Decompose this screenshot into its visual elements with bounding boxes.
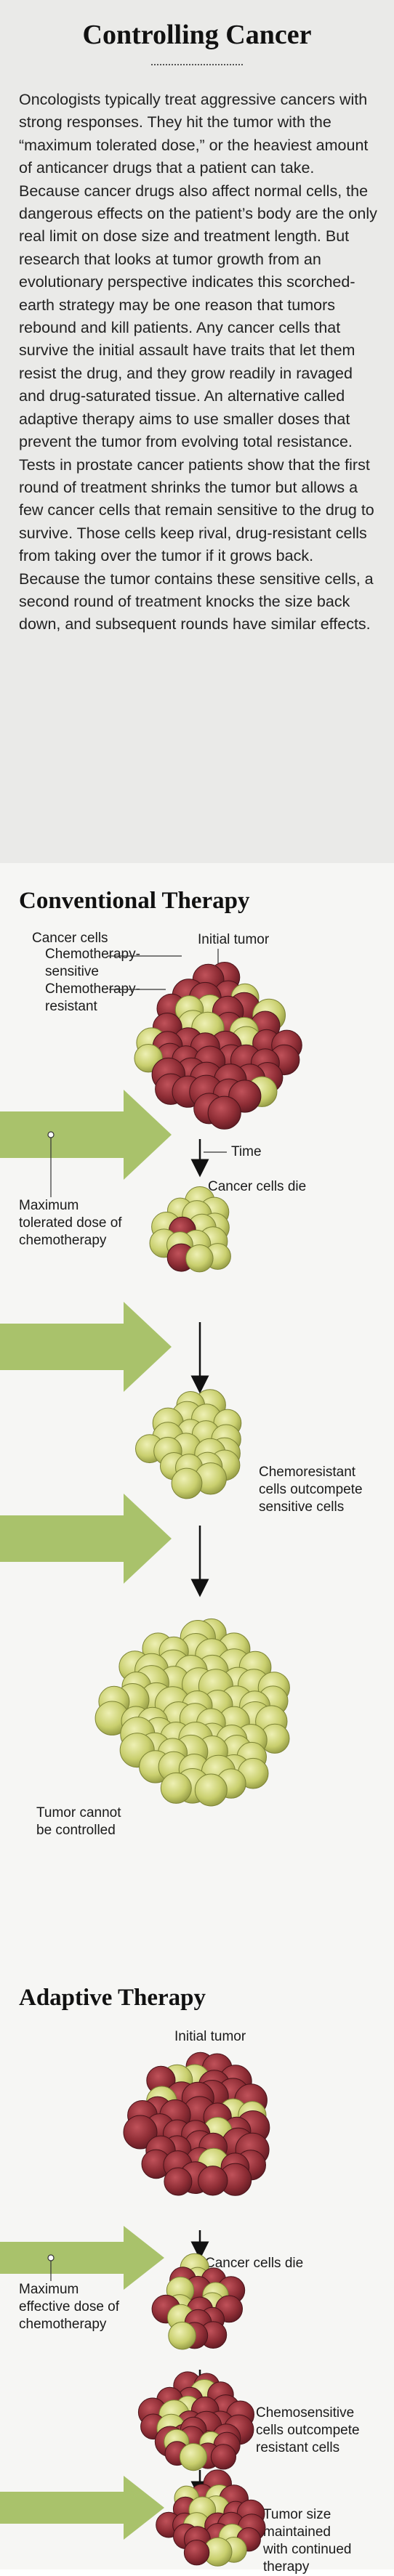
adaptive-cells-die-label: Cancer cells die bbox=[205, 2256, 304, 2271]
chemosensitive-outcompete-label: Chemosensitive cells outcompete resistan… bbox=[256, 2405, 360, 2455]
adaptive-dose-arrow-2 bbox=[0, 2476, 164, 2540]
dose-arrow-3 bbox=[0, 1494, 172, 1584]
adaptive-initial-tumor-label: Initial tumor bbox=[174, 2029, 246, 2044]
resistant-cell bbox=[179, 2443, 207, 2471]
cancer-cells-label: Cancer cells bbox=[32, 931, 108, 946]
resistant-cell bbox=[171, 1467, 203, 1499]
tumor-uncontrolled-label: Tumor cannot be controlled bbox=[36, 1805, 121, 1838]
adaptive-tumor-maintained bbox=[156, 2469, 266, 2567]
initial-tumor-label: Initial tumor bbox=[198, 932, 270, 947]
adaptive-dose-leader bbox=[47, 2254, 55, 2281]
resistant-cell bbox=[168, 2321, 196, 2350]
sensitive-cell bbox=[123, 2115, 158, 2150]
time-label: Time bbox=[231, 1144, 262, 1159]
initial-tumor-adaptive bbox=[123, 2052, 270, 2196]
sensitive-cell bbox=[207, 1095, 241, 1130]
sensitive-cell bbox=[198, 2166, 228, 2196]
dose-arrows-adaptive bbox=[0, 2226, 164, 2540]
conventional-title: Conventional Therapy bbox=[19, 888, 250, 914]
resistant-cell bbox=[185, 1244, 214, 1273]
uncontrolled-tumor bbox=[95, 1618, 290, 1807]
resistant-cell bbox=[160, 1772, 192, 1804]
resistant-cell bbox=[194, 1773, 228, 1807]
intro-paragraph: Oncologists typically treat aggressive c… bbox=[19, 91, 377, 633]
sensitive-cell bbox=[183, 2540, 210, 2566]
initial-tumor-conventional bbox=[134, 962, 302, 1130]
intro-panel: Controlling Cancer Oncologists typically… bbox=[0, 0, 394, 863]
sensitive-cell bbox=[164, 2167, 193, 2196]
resistant-label: Chemotherapy- resistant bbox=[45, 981, 140, 1014]
sensitive-label: Chemotherapy- sensitive bbox=[45, 947, 140, 979]
adaptive-tumor-after-dose-1 bbox=[151, 2253, 246, 2350]
tumor-maintained-label: Tumor size maintained with continued the… bbox=[263, 2507, 352, 2575]
title-divider bbox=[151, 64, 243, 65]
dose-leader bbox=[47, 1131, 227, 1197]
dose-arrows-conventional bbox=[0, 1090, 172, 1584]
max-effective-dose-label: Maximum effective dose of chemotherapy bbox=[19, 2282, 120, 2332]
tumor-after-dose-2 bbox=[135, 1389, 242, 1499]
sensitive-cell bbox=[210, 2444, 236, 2470]
tumor-after-dose-1 bbox=[149, 1186, 231, 1273]
cells-die-label: Cancer cells die bbox=[208, 1179, 307, 1194]
adaptive-tumor-after-dose-2 bbox=[164, 2416, 241, 2471]
adaptive-dose-arrow-1 bbox=[0, 2226, 164, 2290]
max-tolerated-dose-label: Maximum tolerated dose of chemotherapy bbox=[19, 1198, 122, 1248]
dose-arrow-2 bbox=[0, 1302, 172, 1392]
dose-arrow-1 bbox=[0, 1090, 172, 1180]
chemoresistant-outcompete-label: Chemoresistant cells outcompete sensitiv… bbox=[259, 1465, 363, 1515]
adaptive-title: Adaptive Therapy bbox=[19, 1985, 206, 2011]
page-title: Controlling Cancer bbox=[82, 20, 312, 50]
